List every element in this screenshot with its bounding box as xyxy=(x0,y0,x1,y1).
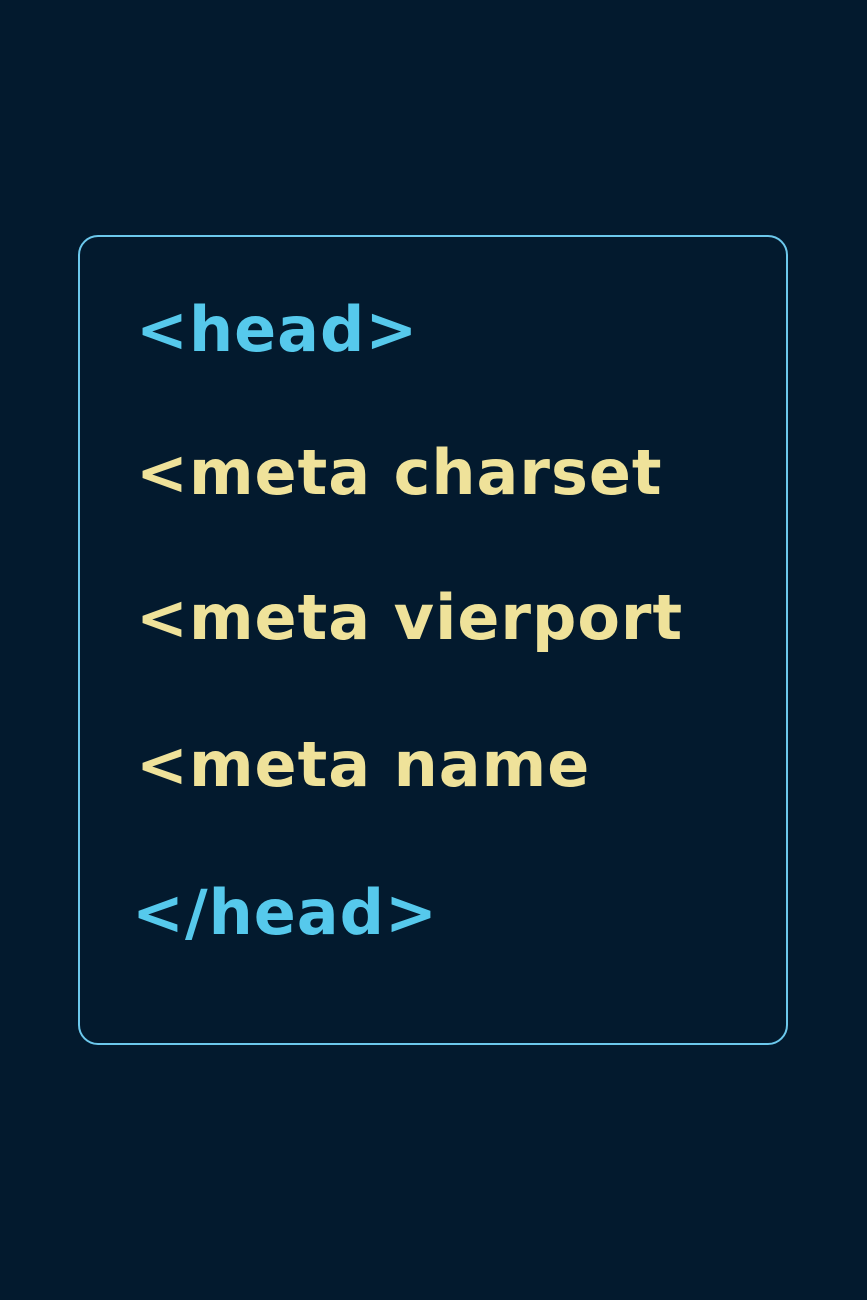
code-card: <head> <meta charset <meta vierport <met… xyxy=(78,235,788,1045)
meta-viewport-line: <meta vierport xyxy=(136,581,684,654)
meta-charset-line: <meta charset xyxy=(136,436,663,509)
meta-name-line: <meta name xyxy=(136,728,591,801)
head-open-tag: <head> xyxy=(136,293,419,366)
head-close-tag: </head> xyxy=(132,876,438,949)
